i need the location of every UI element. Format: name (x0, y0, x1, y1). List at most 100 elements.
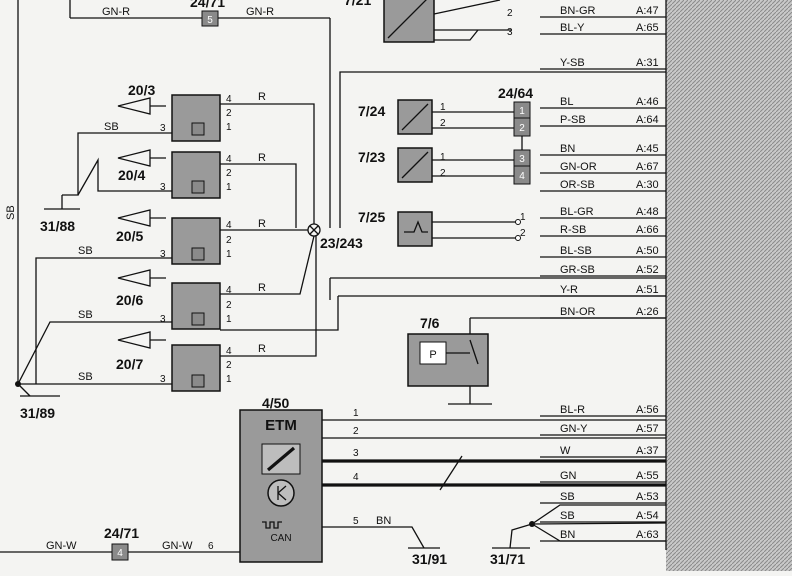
ecm-wire-color: GN (560, 470, 577, 482)
svg-text:R: R (258, 218, 266, 230)
injector-20-6-ref: 20/6 (116, 292, 143, 308)
svg-text:3: 3 (160, 374, 166, 385)
ecm-pin-number: A:54 (636, 510, 659, 522)
sb-label-3: SB (78, 309, 93, 321)
sensor-7-24-ref: 7/24 (358, 103, 385, 119)
ecm-pin-number: A:64 (636, 114, 659, 126)
svg-text:4: 4 (226, 220, 232, 231)
svg-text:R: R (258, 152, 266, 164)
ecm-wire-color: P-SB (560, 114, 586, 126)
svg-text:1: 1 (226, 182, 232, 193)
sb-label-4: SB (78, 371, 93, 383)
svg-text:1: 1 (440, 152, 446, 163)
svg-text:2: 2 (226, 300, 232, 311)
conn-24-71-top-pin-label: 5 (207, 15, 213, 26)
svg-text:R: R (258, 282, 266, 294)
ecm-pin-number: A:37 (636, 445, 659, 457)
injector-20-4: 20/4 4 3 2 1 (117, 149, 232, 199)
injector-20-4-ref: 20/4 (118, 167, 145, 183)
conn-24-71-top-pin (201, 10, 219, 27)
ecm-wire-color: BN-GR (560, 5, 596, 17)
svg-text:2: 2 (226, 235, 232, 246)
svg-text:4: 4 (226, 94, 232, 105)
ground-31-89-ref: 31/89 (20, 405, 55, 421)
svg-text:R: R (258, 343, 266, 355)
svg-text:4: 4 (519, 171, 525, 182)
svg-text:R: R (258, 91, 266, 103)
svg-text:1: 1 (353, 408, 359, 419)
ground-31-88-ref: 31/88 (40, 218, 75, 234)
svg-text:2: 2 (520, 228, 526, 239)
switch-7-6-ref: 7/6 (420, 315, 440, 331)
ecm-wire-color: BN (560, 143, 575, 155)
ecm-wire-color: BL-R (560, 404, 585, 416)
svg-text:4: 4 (226, 154, 232, 165)
svg-text:3: 3 (160, 182, 166, 193)
ecm-pin-number: A:30 (636, 179, 659, 191)
svg-text:6: 6 (208, 541, 214, 552)
ecm-wire-color: BL-SB (560, 245, 592, 257)
svg-text:5: 5 (353, 516, 359, 527)
svg-text:2: 2 (226, 108, 232, 119)
injector-20-3: 20/3 4 3 2 1 (117, 82, 232, 142)
ecm-pin-number: A:31 (636, 57, 659, 69)
sensor-7-21-ref: 7/21 (344, 0, 371, 8)
svg-text:GN-W: GN-W (46, 540, 77, 552)
injector-20-7-ref: 20/7 (116, 356, 143, 372)
sensor-7-23-ref: 7/23 (358, 149, 385, 165)
conn-24-64-pin4 (513, 165, 531, 185)
ecm-wire-color: BL (560, 96, 573, 108)
etm-name: ETM (265, 417, 297, 434)
svg-text:GN-W: GN-W (162, 540, 193, 552)
sb-vertical-label: SB (5, 205, 17, 220)
ecm-wire-color: BL-Y (560, 22, 585, 34)
svg-text:2: 2 (353, 426, 359, 437)
injector-20-3-ref: 20/3 (128, 82, 155, 98)
ecm-pin-number: A:46 (636, 96, 659, 108)
svg-text:4: 4 (226, 285, 232, 296)
svg-text:4: 4 (353, 472, 359, 483)
sb-label-1: SB (104, 121, 119, 133)
ground-31-71-ref: 31/71 (490, 551, 525, 567)
ecm-wire-color: Y-SB (560, 57, 585, 69)
sensor-7-25-ref: 7/25 (358, 209, 385, 225)
svg-text:3: 3 (160, 249, 166, 260)
conn-24-71-bottom-pin (111, 543, 129, 561)
svg-text:1: 1 (226, 249, 232, 260)
ecm-wire-color: SB (560, 491, 575, 503)
conn-24-64-ref: 24/64 (498, 85, 533, 101)
svg-text:1: 1 (520, 212, 526, 223)
svg-text:3: 3 (507, 27, 513, 38)
ecm-pin-number: A:55 (636, 470, 659, 482)
gn-r-right-label: GN-R (246, 6, 274, 18)
ecm-wire-color: BN (560, 529, 575, 541)
ecm-wire-color: OR-SB (560, 179, 595, 191)
ecm-pin-number: A:66 (636, 224, 659, 236)
svg-text:1: 1 (440, 102, 446, 113)
ecm-pin-number: A:67 (636, 161, 659, 173)
ecm-pin-number: A:51 (636, 284, 659, 296)
ecm-pin-number: A:52 (636, 264, 659, 276)
svg-text:1: 1 (226, 314, 232, 325)
ecm-pin-number: A:47 (636, 5, 659, 17)
ecm-pin-number: A:53 (636, 491, 659, 503)
ecm-pin-number: A:65 (636, 22, 659, 34)
svg-text:2: 2 (226, 168, 232, 179)
splice-23-243-ref: 23/243 (320, 235, 363, 251)
sb-label-2: SB (78, 245, 93, 257)
svg-text:2: 2 (440, 168, 446, 179)
switch-7-6-symbol: P (429, 349, 436, 361)
ecm-pin-number: A:50 (636, 245, 659, 257)
injector-20-5: 20/5 4 3 2 1 (116, 209, 232, 265)
injector-20-6: 20/6 4 3 2 1 (116, 269, 232, 330)
ecm-pin-number: A:48 (636, 206, 659, 218)
svg-text:1: 1 (226, 374, 232, 385)
svg-text:3: 3 (519, 154, 525, 165)
svg-text:2: 2 (440, 118, 446, 129)
svg-text:4: 4 (226, 346, 232, 357)
ecm-pin-number: A:45 (636, 143, 659, 155)
etm-can-label: CAN (270, 533, 291, 544)
